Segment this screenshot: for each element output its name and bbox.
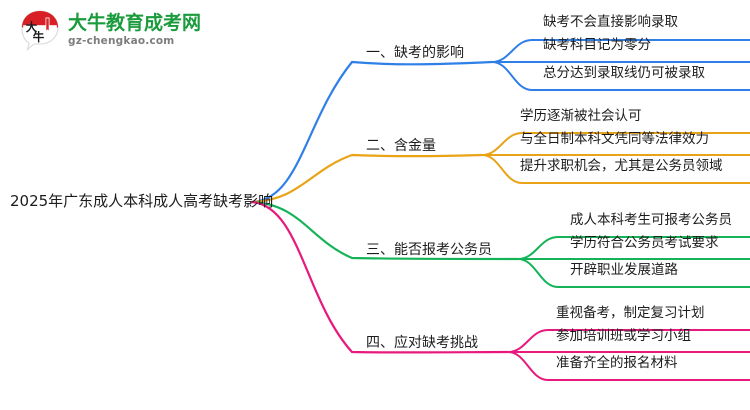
logo-title: 大牛教育成考网	[68, 12, 202, 34]
logo-subtitle: gz-chengkao.com	[68, 35, 175, 47]
leaf-label-2-3[interactable]: 提升求职机会，尤其是公务员领域	[520, 158, 723, 174]
svg-text:牛: 牛	[33, 30, 45, 44]
branch-label-1[interactable]: 一、缺考的影响	[366, 45, 464, 61]
mindmap-root-title: 2025年广东成人本科成人高考缺考影响	[10, 192, 274, 210]
leaf-label-1-3[interactable]: 总分达到录取线仍可被录取	[543, 65, 705, 81]
branch-label-4[interactable]: 四、应对缺考挑战	[366, 335, 478, 351]
branch-label-3[interactable]: 三、能否报考公务员	[366, 242, 492, 258]
leaf-label-2-1[interactable]: 学历逐渐被社会认可	[520, 108, 642, 124]
leaf-label-3-1[interactable]: 成人本科考生可报考公务员	[570, 212, 732, 228]
leaf-label-3-3[interactable]: 开辟职业发展道路	[570, 262, 678, 278]
svg-text:大: 大	[26, 20, 38, 34]
site-logo: 大 牛 大牛教育成考网 gz-chengkao.com	[18, 6, 201, 54]
leaf-label-4-1[interactable]: 重视备考，制定复习计划	[556, 305, 705, 321]
leaf-label-3-2[interactable]: 学历符合公务员考试要求	[570, 235, 719, 251]
leaf-label-2-2[interactable]: 与全日制本科文凭同等法律效力	[520, 131, 709, 147]
leaf-label-4-3[interactable]: 准备齐全的报名材料	[556, 355, 678, 371]
leaf-label-1-1[interactable]: 缺考不会直接影响录取	[543, 14, 678, 30]
branch-label-2[interactable]: 二、含金量	[366, 138, 436, 154]
logo-text-block: 大牛教育成考网 gz-chengkao.com	[68, 12, 201, 48]
daniu-bull-logo-icon: 大 牛	[18, 8, 62, 52]
leaf-label-4-2[interactable]: 参加培训班或学习小组	[556, 328, 691, 344]
leaf-label-1-2[interactable]: 缺考科目记为零分	[543, 37, 651, 53]
